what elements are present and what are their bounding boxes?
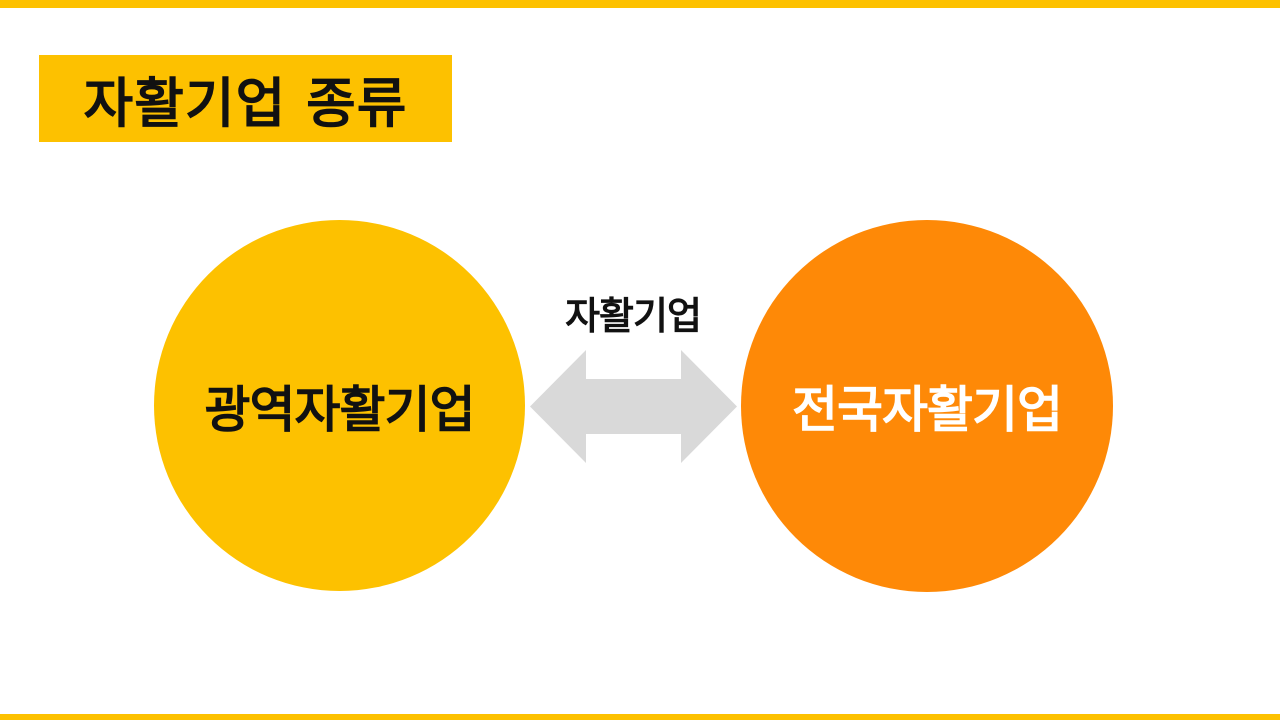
regional-enterprise-circle: 광역자활기업 [154, 220, 525, 591]
regional-enterprise-label: 광역자활기업 [204, 380, 476, 439]
top-accent-bar [0, 0, 1280, 8]
arrow-caption: 자활기업 [565, 294, 702, 338]
title-banner: 자활기업 종류 [39, 55, 452, 142]
national-enterprise-label: 전국자활기업 [792, 381, 1063, 439]
national-enterprise-circle: 전국자활기업 [741, 220, 1113, 592]
double-arrow-shape [530, 350, 737, 463]
page-title: 자활기업 종류 [83, 72, 408, 135]
bottom-accent-bar [0, 714, 1280, 720]
double-arrow-icon [530, 350, 737, 463]
